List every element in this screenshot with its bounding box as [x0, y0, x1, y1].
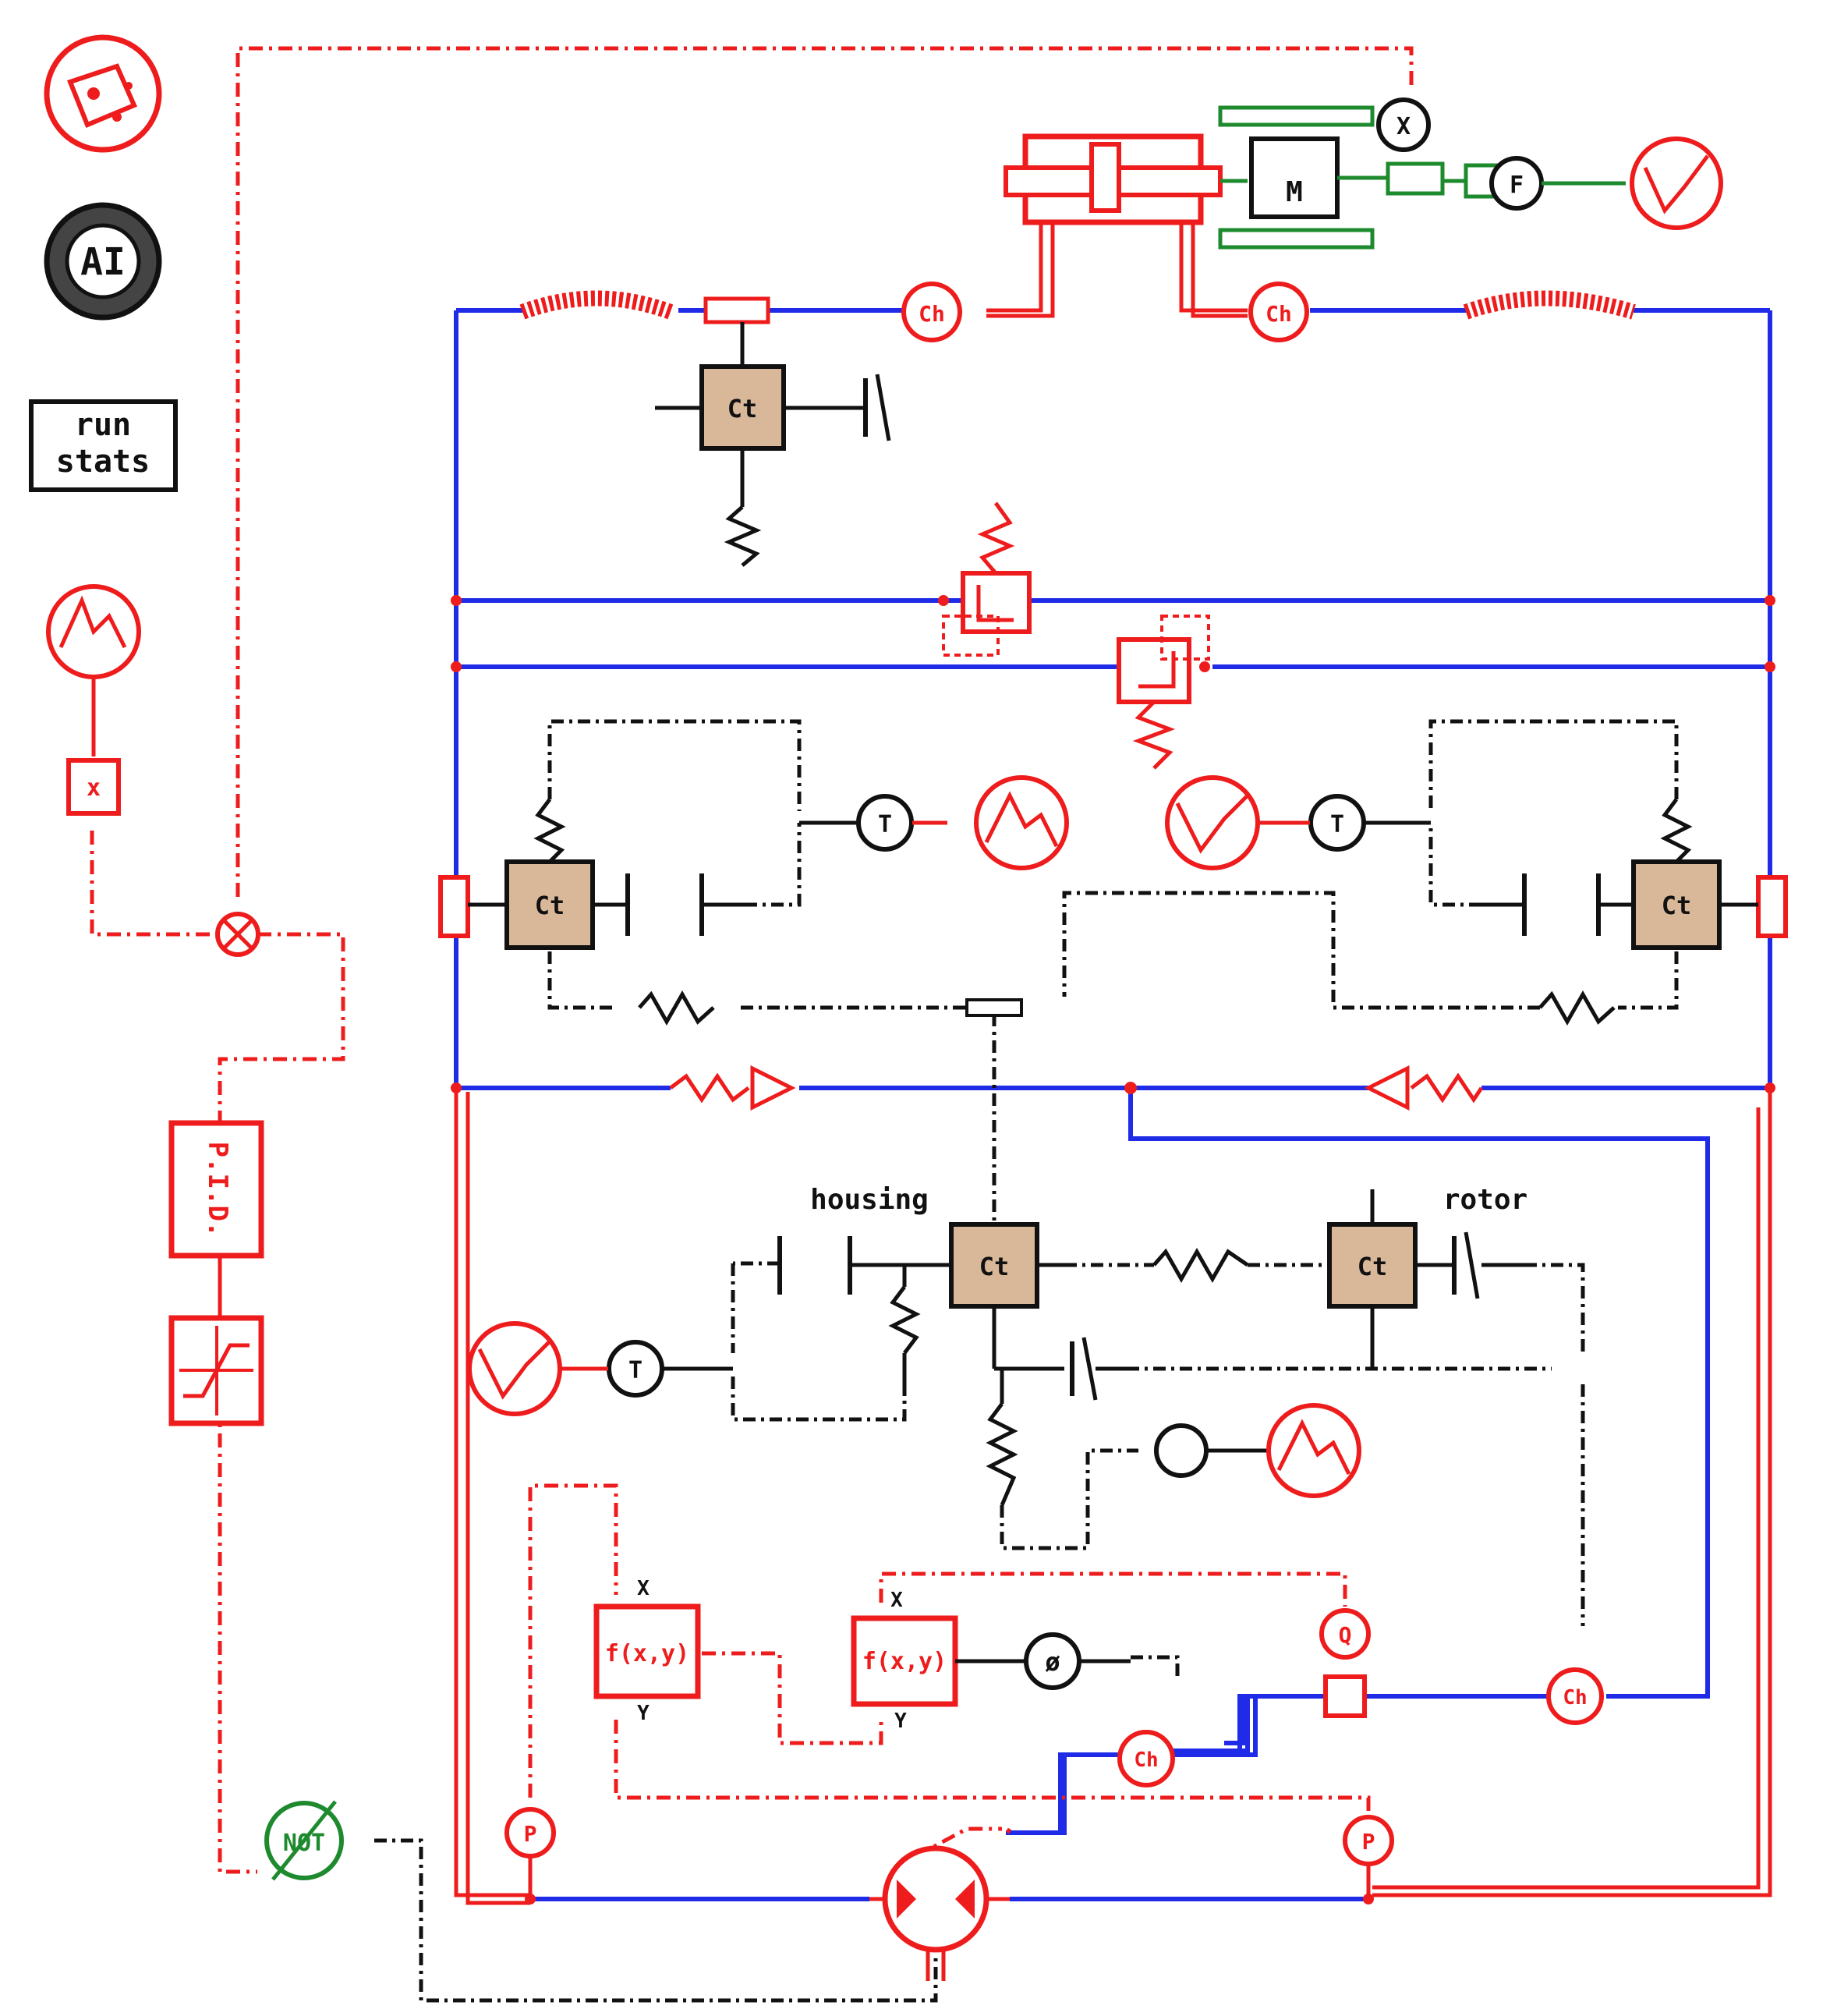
rotor-ct-label: Ct — [1358, 1252, 1388, 1281]
flow-label: Q — [1339, 1622, 1352, 1648]
relief-valve-upper[interactable] — [942, 501, 1032, 657]
torque-sensor-right[interactable]: T — [1308, 794, 1366, 852]
displacement-label: X — [1396, 113, 1411, 140]
run-stats-label-line2: stats — [56, 444, 150, 480]
fxy-1-label: f(x,y) — [605, 1640, 689, 1667]
left-torsion-spring-icon[interactable] — [638, 990, 715, 1026]
damper-icon[interactable] — [863, 374, 891, 441]
top-ct-node[interactable]: Ct — [699, 364, 786, 451]
composite-icon[interactable] — [44, 34, 162, 153]
relief-valve-lower[interactable] — [1117, 615, 1210, 770]
pressure-right-label: P — [1362, 1829, 1375, 1855]
torque-sensor-left[interactable]: T — [856, 794, 914, 852]
gain-label: x — [87, 774, 101, 802]
rotor-label: rotor — [1443, 1184, 1527, 1216]
pid-controller-block[interactable]: P.I.D. — [168, 1120, 264, 1259]
flow-sensor[interactable]: Q — [1319, 1608, 1371, 1718]
pressure-sensor-left[interactable]: P — [504, 1807, 556, 1858]
ground-damper-icon[interactable] — [1070, 1337, 1098, 1401]
run-stats-button[interactable]: run stats — [29, 399, 178, 492]
left-ct-node[interactable]: Ct — [504, 859, 595, 950]
fxy-1-x-label: X — [637, 1577, 650, 1600]
mass-block[interactable]: M — [1218, 105, 1375, 250]
summing-junction-icon[interactable] — [215, 912, 260, 957]
hydraulic-cylinder[interactable] — [1004, 133, 1223, 225]
fxy-block-1[interactable]: f(x,y) X Y — [593, 1577, 701, 1725]
run-stats-label-line1: run — [75, 407, 131, 443]
right-ct-label: Ct — [1662, 891, 1692, 920]
chamber-lower-left[interactable]: Ch — [1117, 1730, 1175, 1787]
phi-sensor[interactable]: ø — [1024, 1632, 1081, 1690]
fxy-2-x-label: X — [890, 1589, 903, 1612]
spring-icon[interactable] — [724, 505, 762, 567]
gain-block[interactable]: x — [66, 758, 121, 816]
torque-lower-label: T — [628, 1357, 642, 1384]
mass-label: M — [1286, 176, 1303, 208]
right-ct-node[interactable]: Ct — [1631, 859, 1722, 950]
rotor-damper-icon[interactable] — [1452, 1231, 1480, 1299]
torque-left-label: T — [878, 811, 892, 838]
housing-ct-node[interactable]: Ct — [949, 1222, 1039, 1309]
ai-label: AI — [80, 240, 126, 284]
hose-icon[interactable] — [519, 290, 674, 320]
chamber-lower-left-label: Ch — [1134, 1748, 1158, 1772]
pump-motor-icon[interactable] — [869, 1845, 1010, 1981]
left-damper-icon[interactable] — [625, 873, 704, 936]
fxy-block-2[interactable]: f(x,y) X Y — [851, 1589, 958, 1733]
check-valve-left-icon[interactable] — [669, 1065, 796, 1111]
chamber-left-label: Ch — [919, 301, 945, 327]
chamber-lower-right[interactable]: Ch — [1546, 1667, 1604, 1725]
left-ct-label: Ct — [535, 891, 565, 920]
force-sensor[interactable]: F — [1489, 156, 1544, 211]
housing-damper-icon[interactable] — [777, 1236, 852, 1295]
signal-source-icon[interactable] — [46, 584, 141, 756]
fxy-2-label: f(x,y) — [862, 1648, 947, 1675]
force-signal-source-icon[interactable] — [1630, 136, 1723, 230]
torque-source-lower-icon[interactable] — [467, 1321, 562, 1416]
signal-lines — [90, 46, 1414, 1874]
left-spring-icon[interactable] — [533, 798, 566, 863]
pressure-sensor-right[interactable]: P — [1343, 1815, 1394, 1866]
rotor-ct-node[interactable]: Ct — [1327, 1222, 1418, 1309]
junction-dots — [451, 595, 1775, 1904]
not-gate[interactable]: NOT — [264, 1800, 344, 1881]
coupling-spring-icon[interactable] — [1152, 1247, 1249, 1284]
housing-label: housing — [810, 1184, 929, 1216]
mechanical-lines — [374, 719, 1679, 2003]
check-valve-right-icon[interactable] — [1364, 1065, 1484, 1111]
chamber-right-label: Ch — [1265, 301, 1292, 327]
ai-icon[interactable]: AI — [44, 202, 162, 321]
saturation-icon[interactable] — [168, 1315, 264, 1426]
pressure-left-label: P — [524, 1821, 537, 1847]
chamber-right[interactable]: Ch — [1248, 282, 1309, 342]
phi-label: ø — [1045, 1647, 1060, 1677]
speed-sensor[interactable] — [1154, 1423, 1209, 1478]
housing-spring-icon[interactable] — [888, 1265, 921, 1396]
hose-right-icon[interactable] — [1463, 290, 1636, 320]
fxy-1-y-label: Y — [637, 1702, 650, 1725]
force-label: F — [1510, 172, 1524, 199]
pid-label: P.I.D. — [202, 1142, 233, 1238]
chamber-left[interactable]: Ch — [901, 282, 962, 342]
right-spring-icon[interactable] — [1660, 798, 1693, 863]
chamber-lower-right-label: Ch — [1563, 1686, 1587, 1710]
hydraulic-lines — [454, 308, 1772, 1901]
fxy-2-y-label: Y — [894, 1710, 907, 1733]
torque-sensor-lower[interactable]: T — [607, 1340, 664, 1398]
displacement-sensor[interactable]: X — [1376, 97, 1431, 152]
torque-source-left-icon[interactable] — [974, 775, 1069, 870]
torque-right-label: T — [1330, 811, 1344, 838]
housing-ct-label: Ct — [979, 1252, 1010, 1281]
speed-source-icon[interactable] — [1266, 1403, 1361, 1498]
right-damper-icon[interactable] — [1522, 873, 1601, 936]
torque-source-right-icon[interactable] — [1165, 775, 1260, 870]
top-ct-label: Ct — [727, 394, 758, 423]
right-torsion-spring-icon[interactable] — [1538, 990, 1616, 1026]
ground-spring-icon[interactable] — [986, 1402, 1018, 1506]
